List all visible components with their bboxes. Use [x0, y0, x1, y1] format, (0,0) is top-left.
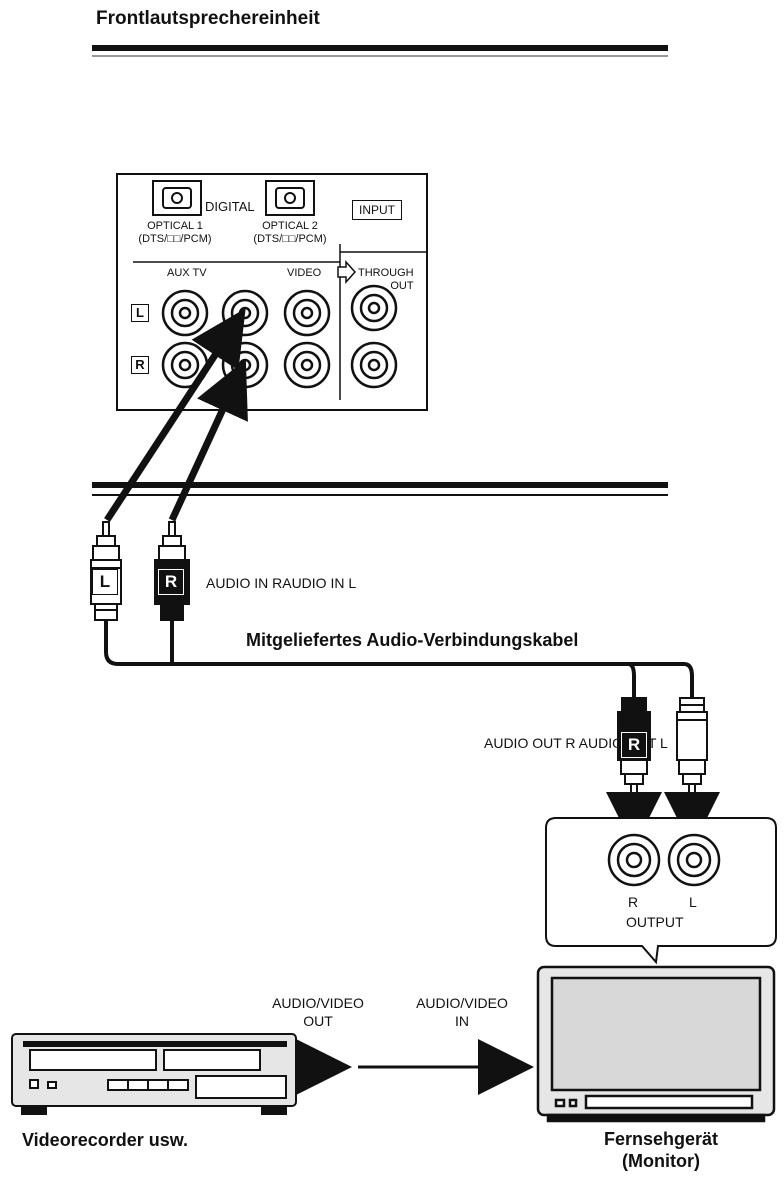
tv-output-r-jack[interactable] — [607, 833, 661, 887]
separator-thin — [92, 494, 668, 496]
optical-1-jack[interactable] — [152, 180, 202, 216]
aux-tv-label: AUX TV — [167, 267, 207, 279]
through-arrow-icon — [337, 260, 357, 284]
row-r-label: R — [131, 356, 149, 374]
title-rule-thin — [92, 55, 668, 57]
tv-output-label: OUTPUT — [626, 914, 684, 930]
row-l-label: L — [131, 304, 149, 322]
input-label: INPUT — [352, 200, 402, 220]
optical-2-label: OPTICAL 2 (DTS/□□/PCM) — [253, 220, 327, 245]
arrow-plug-r-to-jack — [168, 359, 248, 522]
av-in-label: AUDIO/VIDEO IN — [416, 995, 508, 1029]
audio-in-caption: AUDIO IN RAUDIO IN L — [206, 575, 357, 591]
plug-out-white[interactable] — [676, 697, 708, 799]
optical-2-jack[interactable] — [265, 180, 315, 216]
tv-output-l-label: L — [689, 894, 697, 910]
plug-left-letter: L — [92, 569, 118, 595]
tv-output-l-jack[interactable] — [667, 833, 721, 887]
video-l-jack[interactable] — [283, 289, 331, 337]
cable-red-lead — [170, 620, 636, 700]
cable-label: Mitgeliefertes Audio-Verbindungskabel — [246, 630, 579, 650]
tv-label: Fernsehgerät (Monitor) — [603, 1129, 719, 1171]
optical-1-label: OPTICAL 1 (DTS/□□/PCM) — [138, 220, 212, 245]
section-title: Frontlautsprechereinheit — [96, 8, 320, 29]
vcr-label: Videorecorder usw. — [22, 1130, 189, 1150]
video-label: VIDEO — [287, 267, 322, 279]
digital-label: DIGITAL — [205, 199, 255, 214]
tv-output-callout — [545, 817, 777, 965]
through-out-r-jack[interactable] — [350, 341, 398, 389]
plug-right-letter: R — [158, 569, 184, 595]
plug-out-right-letter: R — [621, 732, 647, 758]
video-r-jack[interactable] — [283, 341, 331, 389]
arrow-plug-l-to-jack — [104, 308, 246, 522]
vcr-device — [11, 1033, 297, 1115]
tv-output-r-label: R — [628, 894, 639, 910]
through-out-l-jack[interactable] — [350, 284, 398, 332]
title-rule-thick — [92, 45, 668, 51]
separator-thick — [92, 482, 668, 488]
tv-monitor — [536, 965, 776, 1123]
aux-tv2-r-jack[interactable] — [221, 341, 269, 389]
aux-tv-l-jack[interactable] — [161, 289, 209, 337]
through-out-label: THROUGH OUT — [358, 267, 414, 292]
av-out-label: AUDIO/VIDEO OUT — [272, 995, 364, 1029]
